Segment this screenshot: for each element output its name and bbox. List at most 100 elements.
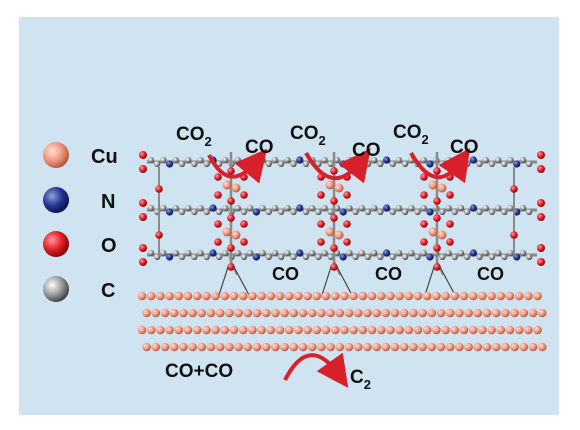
- carbon-atom: [408, 204, 415, 212]
- oxygen-atom: [537, 165, 545, 173]
- oxygen-atom: [510, 185, 518, 193]
- copper-surface-atom: [353, 308, 363, 318]
- surface-tether: [321, 266, 332, 296]
- oxygen-atom: [214, 191, 222, 199]
- copper-surface-atom: [220, 325, 230, 335]
- carbon-atom: [284, 249, 291, 257]
- copper-surface-atom: [537, 342, 547, 352]
- surface-reaction-labels: CO+CO C2: [165, 361, 371, 392]
- carbon-atom: [191, 160, 198, 168]
- carbon-atom: [495, 204, 502, 212]
- oxygen-atom: [433, 263, 441, 271]
- carbon-atom: [482, 204, 489, 212]
- carbon-atom: [240, 208, 248, 216]
- carbon-atom: [172, 204, 179, 212]
- oxygen-atom: [317, 238, 325, 246]
- copper-surface-atom: [399, 342, 409, 352]
- carbon-atom: [457, 249, 465, 257]
- copper-surface: [137, 291, 547, 352]
- carbon-atom: [271, 204, 279, 212]
- nitrogen-atom: [339, 208, 347, 216]
- diagram-panel: Cu N O C CO2: [19, 17, 559, 415]
- copper-surface-atom: [427, 308, 437, 318]
- copper-surface-atom: [330, 291, 340, 301]
- copper-surface-atom: [165, 291, 174, 301]
- nitrogen-atom: [252, 208, 260, 216]
- copper-surface-atom: [376, 291, 386, 301]
- copper-surface-atom: [284, 325, 294, 335]
- copper-surface-atom: [280, 308, 289, 318]
- copper-surface-atom: [229, 325, 239, 335]
- nitrogen-atom: [252, 253, 260, 261]
- carbon-atom: [507, 204, 514, 212]
- carbon-atom: [364, 208, 372, 216]
- nitrogen-atom: [209, 204, 217, 212]
- copper-surface-atom: [519, 342, 529, 352]
- copper-surface-atom: [165, 325, 174, 335]
- c-atom-icon: [43, 276, 69, 302]
- copper-node: [334, 230, 344, 240]
- carbon-atom: [278, 253, 285, 261]
- copper-surface-atom: [266, 325, 276, 335]
- copper-surface-atom: [284, 291, 294, 301]
- copper-surface-atom: [491, 308, 501, 318]
- co2-to-co-arrow-3: [409, 147, 471, 184]
- carbon-atom: [451, 253, 458, 261]
- carbon-atom: [185, 156, 192, 164]
- copper-surface-atom: [487, 325, 496, 335]
- carbon-atom: [147, 249, 155, 257]
- carbon-atom: [172, 156, 179, 164]
- nitrogen-atom: [469, 156, 477, 164]
- co2-to-co-arrow-2: [304, 148, 371, 184]
- copper-surface-atom: [455, 308, 464, 318]
- copper-surface-atom: [179, 308, 188, 318]
- copper-surface-atom: [211, 291, 220, 301]
- carbon-atom: [203, 208, 210, 216]
- copper-surface-atom: [225, 308, 234, 318]
- oxygen-atom: [240, 238, 248, 246]
- copper-surface-atom: [496, 291, 506, 301]
- carbon-atom: [178, 253, 186, 261]
- copper-node: [222, 227, 232, 237]
- copper-surface-atom: [468, 291, 478, 301]
- copper-surface-atom: [524, 325, 533, 335]
- copper-surface-atom: [390, 308, 400, 318]
- carbon-atom: [271, 156, 279, 164]
- nitrogen-atom: [383, 156, 391, 164]
- oxygen-atom: [139, 151, 147, 159]
- carbon-atom: [290, 253, 297, 261]
- copper-surface-atom: [395, 325, 404, 335]
- carbon-atom: [234, 204, 241, 212]
- carbon-atom: [178, 160, 186, 168]
- carbon-atom: [259, 204, 266, 212]
- copper-surface-atom: [303, 291, 312, 301]
- copper-surface-atom: [344, 308, 354, 318]
- carbon-atom: [321, 156, 328, 164]
- copper-surface-atom: [211, 325, 220, 335]
- carbon-atom: [464, 253, 471, 261]
- carbon-atom: [420, 249, 427, 257]
- legend-label-c: C: [101, 280, 115, 302]
- copper-surface-atom: [169, 342, 179, 352]
- carbon-atom: [519, 204, 527, 212]
- copper-surface-atom: [252, 308, 262, 318]
- reactant-label-2: CO2: [290, 123, 326, 148]
- nitrogen-atom: [296, 204, 304, 212]
- carbon-atom: [358, 204, 365, 212]
- copper-surface-atom: [340, 291, 349, 301]
- nitrogen-atom: [513, 253, 521, 261]
- carbon-atom: [240, 253, 248, 261]
- carbon-atom: [526, 253, 533, 261]
- copper-surface-atom: [294, 325, 303, 335]
- copper-surface-atom: [363, 308, 372, 318]
- carbon-atom: [402, 208, 409, 216]
- oxygen-atom: [420, 220, 428, 228]
- copper-surface-atom: [450, 325, 460, 335]
- oxygen-atom: [317, 191, 325, 199]
- oxygen-atom: [537, 244, 545, 252]
- reactant-label-3: CO2: [393, 122, 429, 147]
- carbon-atom: [327, 160, 334, 168]
- copper-surface-atom: [169, 308, 179, 318]
- nitrogen-atom: [469, 204, 477, 212]
- carbon-atom: [203, 160, 210, 168]
